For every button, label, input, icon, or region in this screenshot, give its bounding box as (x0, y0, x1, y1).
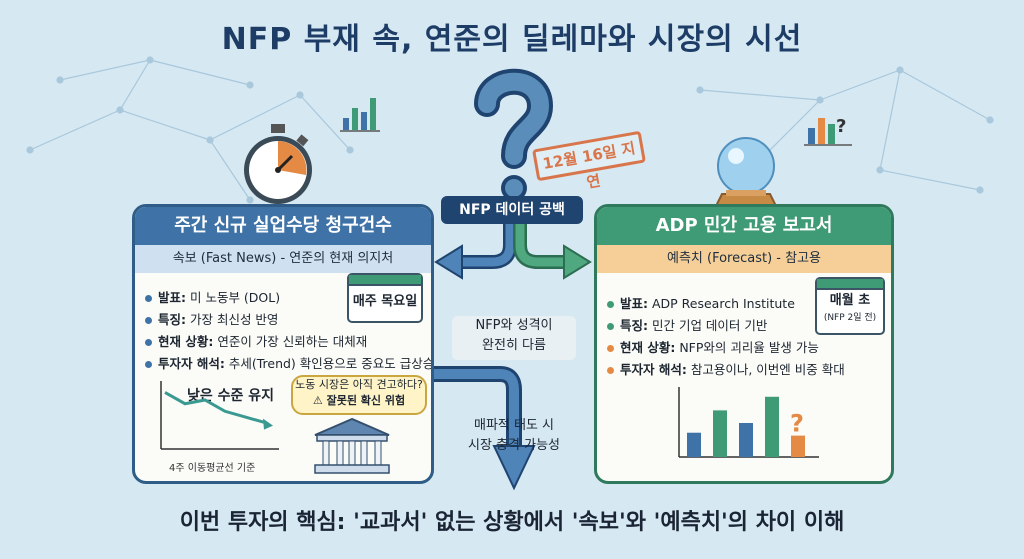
bullet-dot (145, 361, 152, 368)
adp-report-subtitle: 예측치 (Forecast) - 참고용 (597, 245, 891, 273)
bullet-dot (145, 295, 152, 302)
speech-line2: ⚠ 잘못된 확신 위험 (312, 394, 406, 407)
mini-bar-icon-right: ? (804, 116, 852, 146)
nfp-data-gap-label: NFP 데이터 공백 (441, 196, 583, 224)
list-item: 투자자 해석: 추세(Trend) 확인용으로 중요도 급상승 (145, 353, 431, 375)
difference-note-line1: NFP와 성격이 (475, 318, 553, 333)
badge-text: 매주 목요일 (352, 294, 418, 309)
bar (739, 423, 753, 457)
calendar-badge-weekly: 매주 목요일 (347, 273, 423, 323)
adp-bar-chart: ? (678, 387, 819, 458)
key-takeaway: 이번 투자의 핵심: '교과서' 없는 상황에서 '속보'와 '예측치'의 차이… (179, 510, 845, 535)
trend-line (164, 391, 266, 425)
difference-note-line2: 완전히 다름 (482, 338, 546, 353)
list-item: 특징: 민간 기업 데이터 기반 (607, 315, 845, 337)
adp-report-bullets: 발표: ADP Research Institute 특징: 민간 기업 데이터… (607, 293, 845, 381)
svg-text:?: ? (836, 116, 846, 137)
question-mark-label: ? (790, 410, 804, 438)
jobless-claims-panel: 주간 신규 실업수당 청구건수 속보 (Fast News) - 연준의 현재 … (132, 204, 434, 484)
mini-bar-icon-left (340, 98, 380, 132)
badge-text: 매월 초 (829, 293, 871, 308)
crystal-ball-icon (714, 137, 778, 207)
list-item: 특징: 가장 최신성 반영 (145, 309, 431, 331)
calendar-badge-monthly: 매월 초 (NFP 2일 전) (815, 277, 885, 335)
hawkish-note-line2: 시장 충격 가능성 (468, 438, 560, 453)
bullet-dot (607, 323, 614, 330)
list-item: 발표: ADP Research Institute (607, 293, 845, 315)
bullet-dot (145, 317, 152, 324)
adp-report-panel: ADP 민간 고용 보고서 예측치 (Forecast) - 참고용 발표: A… (594, 204, 894, 484)
chart-label: 낮은 수준 유지 (187, 388, 275, 404)
bullet-dot (607, 345, 614, 352)
bullet-dot (607, 367, 614, 374)
list-item: 발표: 미 노동부 (DOL) (145, 287, 431, 309)
claims-trend-chart (160, 381, 279, 450)
list-item: 투자자 해석: 참고용이나, 이번엔 비중 확대 (607, 359, 845, 381)
chart-caption: 4주 이동평균선 기준 (169, 463, 256, 474)
bullet-dot (145, 339, 152, 346)
speech-line1: 노동 시장은 아직 견고하다? (295, 378, 423, 391)
list-item: 현재 상황: 연준이 가장 신뢰하는 대체재 (145, 331, 431, 353)
hawkish-note-line1: 매파적 태도 시 (473, 418, 555, 433)
jobless-claims-title: 주간 신규 실업수당 청구건수 (135, 207, 431, 245)
hawkish-note: 매파적 태도 시 시장 충격 가능성 (448, 416, 580, 456)
question-mark-icon (474, 68, 554, 201)
jobless-claims-subtitle: 속보 (Fast News) - 연준의 현재 의지처 (135, 245, 431, 273)
bar (713, 410, 727, 457)
stopwatch-icon (244, 124, 312, 204)
government-building-icon (314, 417, 390, 474)
bar (687, 432, 701, 457)
calendar-icon (349, 275, 421, 286)
warning-speech-bubble: 노동 시장은 아직 견고하다? ⚠ 잘못된 확신 위험 (291, 375, 427, 415)
list-item: 현재 상황: NFP와의 괴리율 발생 가능 (607, 337, 845, 359)
jobless-claims-bullets: 발표: 미 노동부 (DOL) 특징: 가장 최신성 반영 현재 상황: 연준이… (145, 287, 431, 375)
adp-report-title: ADP 민간 고용 보고서 (597, 207, 891, 245)
bar (791, 435, 805, 457)
calendar-icon (817, 279, 883, 290)
bullet-dot (607, 301, 614, 308)
trend-arrowhead (263, 418, 273, 430)
badge-subtext: (NFP 2일 전) (823, 313, 877, 323)
page-title: NFP 부재 속, 연준의 딜레마와 시장의 시선 (221, 22, 803, 57)
difference-note: NFP와 성격이 완전히 다름 (452, 316, 576, 360)
bar (765, 396, 779, 457)
